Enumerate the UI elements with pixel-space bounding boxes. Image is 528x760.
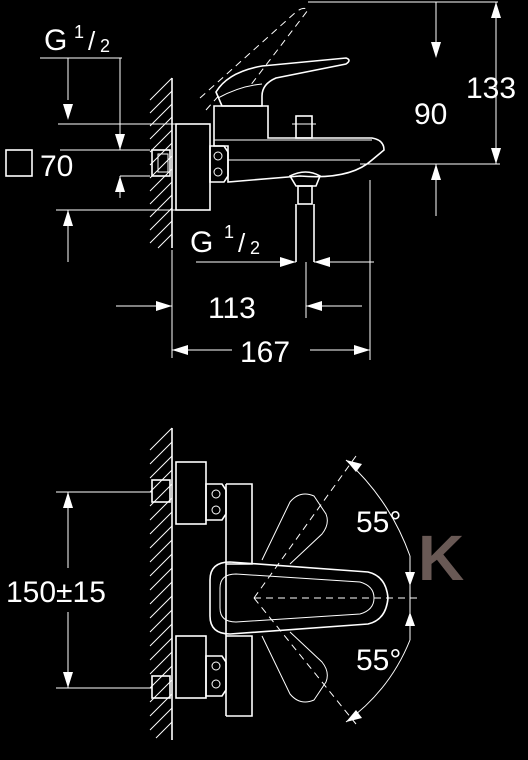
svg-text:G: G bbox=[44, 24, 67, 57]
square-symbol-icon bbox=[5, 149, 33, 177]
dim-square-label: 70 bbox=[40, 150, 73, 183]
upper-rosette bbox=[175, 461, 207, 525]
dim-centers-label: 150±15 bbox=[6, 576, 106, 609]
upper-hex-nut bbox=[205, 483, 227, 521]
dim-outlet-thread: G 1 / 2 bbox=[190, 222, 374, 267]
dim-90-label: 90 bbox=[414, 98, 447, 131]
angle-lower-label: 55° bbox=[356, 644, 401, 677]
outlet-thread-den: 2 bbox=[250, 238, 260, 258]
dim-square-70: 70 bbox=[5, 149, 176, 262]
lower-connector bbox=[151, 675, 171, 699]
svg-text:2: 2 bbox=[100, 36, 110, 56]
svg-text:/: / bbox=[238, 228, 246, 258]
wall-connector bbox=[151, 149, 171, 177]
dim-113-label: 113 bbox=[208, 292, 256, 325]
hex-nut bbox=[209, 145, 229, 183]
watermark-letter: K bbox=[418, 522, 464, 594]
front-view: K bbox=[6, 427, 464, 740]
outlet-thread-base: G bbox=[190, 226, 213, 259]
dim-133-label: 133 bbox=[466, 72, 516, 105]
mixer-body-front bbox=[226, 483, 253, 717]
lever-rotated-lower bbox=[261, 631, 328, 703]
inlet-thread-den: 2 bbox=[100, 36, 110, 56]
svg-text:1: 1 bbox=[224, 222, 234, 242]
side-elevation-view: G 1 / 2 70 90 133 bbox=[5, 1, 516, 369]
dim-lengths: 113 167 bbox=[116, 180, 371, 369]
lever-handle bbox=[215, 57, 350, 107]
diverter-knob bbox=[295, 115, 313, 139]
outlet-thread-num: 1 bbox=[224, 222, 234, 242]
lever-handle-front bbox=[209, 561, 389, 635]
lever-rotated-upper bbox=[261, 493, 328, 565]
angle-upper-label: 55° bbox=[356, 506, 401, 539]
wall-hatch-bottom bbox=[149, 427, 173, 740]
svg-text:1: 1 bbox=[74, 22, 84, 42]
upper-connector bbox=[151, 479, 171, 503]
svg-text:/: / bbox=[88, 26, 96, 56]
mixer-body bbox=[213, 105, 385, 183]
hose-outlet bbox=[288, 171, 322, 187]
lower-rosette bbox=[175, 635, 207, 699]
dim-heights: 90 133 bbox=[308, 1, 516, 216]
inlet-thread-num: 1 bbox=[74, 22, 84, 42]
svg-text:2: 2 bbox=[250, 238, 260, 258]
rosette bbox=[175, 123, 211, 211]
wall-hatch-top bbox=[149, 77, 173, 249]
dim-inlet-thread: G 1 / 2 bbox=[40, 22, 176, 151]
lever-raised-outline bbox=[199, 7, 309, 111]
inlet-thread-base: G bbox=[44, 24, 67, 57]
dim-167-label: 167 bbox=[240, 336, 290, 369]
svg-text:G: G bbox=[190, 226, 213, 259]
dim-centers: 150±15 bbox=[6, 491, 152, 689]
